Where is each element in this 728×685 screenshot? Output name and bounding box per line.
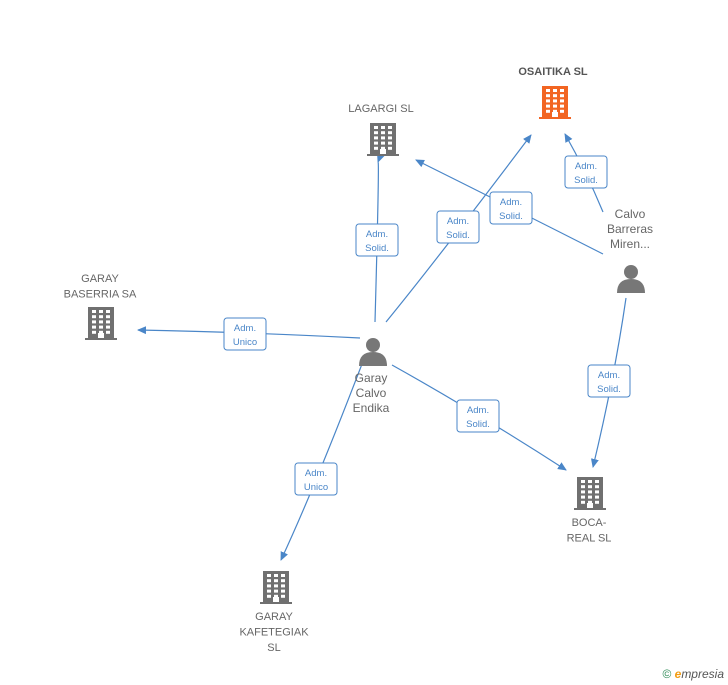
- node-label-line: REAL SL: [567, 533, 612, 545]
- edge-label-line: Adm.: [575, 161, 597, 172]
- edge-label-line: Solid.: [466, 419, 490, 430]
- edge-role-label[interactable]: Adm. Solid.: [489, 191, 533, 225]
- edge-label-box: [436, 210, 480, 244]
- edge-label-box: [587, 364, 631, 398]
- person-icon: [359, 338, 387, 366]
- node-garay_baserria[interactable]: GARAY BASERRIA SA: [64, 273, 137, 340]
- node-label-line: KAFETEGIAK: [239, 627, 309, 639]
- node-label-line: Calvo: [615, 207, 646, 221]
- node-label-line: Garay: [355, 371, 388, 385]
- node-label-line: Miren...: [610, 237, 650, 251]
- node-garay_kafetegiak[interactable]: GARAY KAFETEGIAK SL: [239, 571, 309, 654]
- edge-label-line: Solid.: [574, 175, 598, 186]
- node-boca_real[interactable]: BOCA- REAL SL: [567, 477, 612, 545]
- edge-label-line: Adm.: [447, 216, 469, 227]
- brand-name: mpresia: [681, 667, 724, 681]
- edge-label-box: [223, 317, 267, 351]
- edge-role-label[interactable]: Adm. Unico: [294, 462, 338, 496]
- brand-initial: e: [674, 667, 682, 681]
- building-icon: [85, 307, 117, 340]
- edge-label-line: Adm.: [305, 468, 327, 479]
- edge-label-line: Adm.: [234, 323, 256, 334]
- edge-label-line: Solid.: [597, 384, 621, 395]
- node-label-line: BASERRIA SA: [64, 289, 137, 301]
- edge-label-box: [456, 399, 500, 433]
- edge-label-line: Adm.: [366, 229, 388, 240]
- edge-garay_calvo-to-lagargi: [374, 153, 385, 323]
- node-label-line: GARAY: [81, 273, 119, 285]
- node-label-line: LAGARGI SL: [348, 103, 413, 115]
- edge-role-label[interactable]: Adm. Solid.: [456, 399, 500, 433]
- building-icon: [367, 123, 399, 156]
- edge-role-label[interactable]: Adm. Solid.: [436, 210, 480, 244]
- node-label-line: Barreras: [607, 222, 653, 236]
- building-icon: [574, 477, 606, 510]
- edge-label-line: Solid.: [499, 211, 523, 222]
- node-label-line: Endika: [353, 401, 390, 415]
- building-icon: [260, 571, 292, 604]
- edge-label-line: Solid.: [446, 230, 470, 241]
- node-label-line: Calvo: [356, 386, 387, 400]
- edge-label-box: [489, 191, 533, 225]
- edge-garay_calvo-to-osaitika: [385, 134, 532, 323]
- edge-label-line: Adm.: [500, 197, 522, 208]
- edge-role-label[interactable]: Adm. Solid.: [587, 364, 631, 398]
- node-label-line: OSAITIKA SL: [518, 66, 588, 78]
- node-label-line: SL: [267, 642, 280, 654]
- edge-label-line: Solid.: [365, 243, 389, 254]
- node-osaitika[interactable]: OSAITIKA SL: [518, 66, 588, 119]
- edge-role-label[interactable]: Adm. Solid.: [564, 155, 608, 189]
- edge-label-line: Unico: [304, 482, 328, 493]
- node-label-line: GARAY: [255, 611, 293, 623]
- edge-label-line: Unico: [233, 337, 257, 348]
- edge-label-box: [355, 223, 399, 257]
- person-icon: [617, 265, 645, 293]
- edge-label-line: Adm.: [467, 405, 489, 416]
- node-calvo_barreras[interactable]: CalvoBarrerasMiren...: [607, 207, 653, 293]
- edge-label-box: [294, 462, 338, 496]
- node-label-line: BOCA-: [572, 517, 607, 529]
- copyright-symbol: ©: [662, 667, 672, 681]
- node-lagargi[interactable]: LAGARGI SL: [348, 103, 414, 156]
- edge-label-box: [564, 155, 608, 189]
- edge-role-label[interactable]: Adm. Unico: [223, 317, 267, 351]
- building-icon: [539, 86, 571, 119]
- edge-label-line: Adm.: [598, 370, 620, 381]
- edge-role-label[interactable]: Adm. Solid.: [355, 223, 399, 257]
- edge-garay_calvo-to-garay_kafetegiak: [280, 363, 363, 561]
- footer-brand: © empresia: [662, 667, 724, 681]
